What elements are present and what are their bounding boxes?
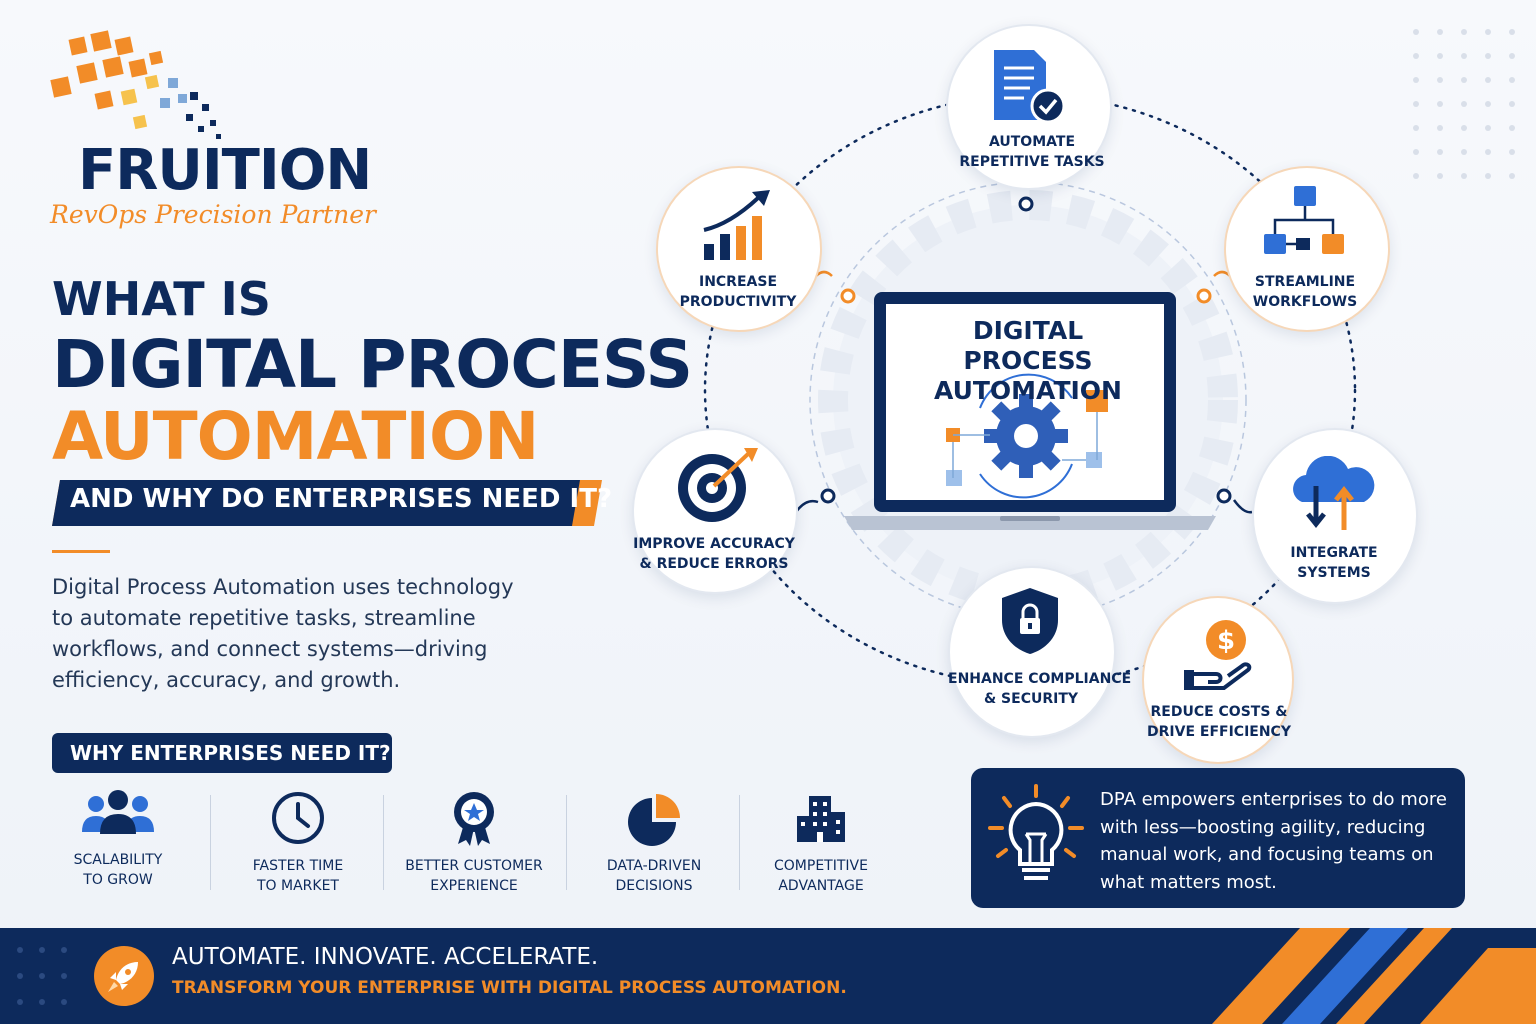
laptop-illustration xyxy=(844,292,1216,530)
shield-lock-icon xyxy=(1002,588,1058,654)
divider xyxy=(383,795,384,890)
node-label-line1: STREAMLINE xyxy=(1254,274,1356,290)
headline-line2: DIGITAL PROCESS xyxy=(52,326,693,403)
node-label-line2: PRODUCTIVITY xyxy=(679,294,797,310)
center-title-line1: DIGITAL PROCESS xyxy=(963,316,1093,375)
intro-paragraph: Digital Process Automation uses technolo… xyxy=(52,575,514,692)
why-title: WHY ENTERPRISES NEED IT? xyxy=(70,741,391,765)
footer-cta: TRANSFORM YOUR ENTERPRISE WITH DIGITAL P… xyxy=(172,978,847,998)
node-label-line1: ENHANCE COMPLIANCE xyxy=(948,671,1132,687)
benefit-label-line1: SCALABILITY xyxy=(73,852,163,868)
benefit-label-line2: TO GROW xyxy=(83,872,153,888)
benefit-label-line1: COMPETITIVE xyxy=(774,858,868,874)
headline-line3: AUTOMATION xyxy=(52,398,539,475)
node-productivity-label: INCREASE PRODUCTIVITY xyxy=(656,272,820,312)
node-costs-label: REDUCE COSTS & DRIVE EFFICIENCY xyxy=(1142,702,1296,742)
node-label-line1: AUTOMATE xyxy=(988,134,1076,150)
node-label-line2: REPETITIVE TASKS xyxy=(959,154,1105,170)
benefit-label-line1: BETTER CUSTOMER xyxy=(405,858,543,874)
accent-divider xyxy=(52,550,110,553)
award-icon xyxy=(454,792,494,846)
node-automate-label: AUTOMATE REPETITIVE TASKS xyxy=(946,132,1118,172)
benefit-competitive: COMPETITIVE ADVANTAGE xyxy=(741,790,901,896)
clock-icon xyxy=(272,792,324,844)
node-label-line2: SYSTEMS xyxy=(1297,565,1371,581)
footer-bar xyxy=(0,928,1536,1024)
benefit-scalability: SCALABILITY TO GROW xyxy=(38,790,198,890)
quote-text: DPA empowers enterprises to do more with… xyxy=(1100,789,1447,893)
node-label-line1: INTEGRATE xyxy=(1290,545,1378,561)
lightbulb-icon xyxy=(988,784,1084,880)
footer-slogan: AUTOMATE. INNOVATE. ACCELERATE. xyxy=(172,944,599,970)
benefit-label-line2: EXPERIENCE xyxy=(430,878,518,894)
growth-chart-icon xyxy=(703,190,770,260)
node-label-line2: & REDUCE ERRORS xyxy=(639,556,789,572)
headline-banner-text: AND WHY DO ENTERPRISES NEED IT? xyxy=(70,484,613,514)
divider xyxy=(566,795,567,890)
center-title-line2: AUTOMATION xyxy=(933,376,1122,405)
node-label-line2: DRIVE EFFICIENCY xyxy=(1147,724,1291,740)
pie-chart-icon xyxy=(628,794,680,846)
hand-dollar-icon: $ xyxy=(1184,620,1252,690)
benefit-data: DATA-DRIVEN DECISIONS xyxy=(574,790,734,896)
node-label-line2: & SECURITY xyxy=(983,691,1079,707)
target-icon xyxy=(678,448,758,522)
center-title: DIGITAL PROCESS AUTOMATION xyxy=(905,316,1151,406)
benefit-label-line2: TO MARKET xyxy=(257,878,339,894)
benefit-label-line1: FASTER TIME xyxy=(252,858,344,874)
headline-line1: WHAT IS xyxy=(52,272,271,326)
svg-text:$: $ xyxy=(1217,626,1235,656)
benefit-label-line1: DATA-DRIVEN xyxy=(606,858,702,874)
cloud-sync-icon xyxy=(1293,456,1375,530)
divider xyxy=(210,795,211,890)
why-badge xyxy=(52,733,392,773)
headline-banner xyxy=(52,480,602,526)
node-label-line1: REDUCE COSTS & xyxy=(1150,704,1288,720)
footer-decoration xyxy=(17,928,1536,1024)
document-check-icon xyxy=(994,50,1066,124)
node-accuracy-label: IMPROVE ACCURACY & REDUCE ERRORS xyxy=(632,534,796,574)
benefit-label-line2: ADVANTAGE xyxy=(778,878,864,894)
node-integrate-label: INTEGRATE SYSTEMS xyxy=(1252,543,1416,583)
rocket-icon xyxy=(108,962,138,992)
node-label-line2: WORKFLOWS xyxy=(1252,294,1358,310)
quote-box xyxy=(971,768,1465,908)
brand-name: FRUITION xyxy=(78,138,372,203)
brand-tagline: RevOps Precision Partner xyxy=(50,200,376,229)
fruition-logo-mark xyxy=(50,30,221,139)
node-streamline-label: STREAMLINE WORKFLOWS xyxy=(1224,272,1386,312)
building-icon xyxy=(797,796,845,842)
workflow-icon xyxy=(1264,186,1344,254)
benefit-customer: BETTER CUSTOMER EXPERIENCE xyxy=(394,790,554,896)
node-label-line1: INCREASE xyxy=(698,274,778,290)
node-label-line1: IMPROVE ACCURACY xyxy=(633,536,795,552)
benefit-time: FASTER TIME TO MARKET xyxy=(218,790,378,896)
team-icon xyxy=(82,790,154,834)
node-compliance-label: ENHANCE COMPLIANCE & SECURITY xyxy=(948,669,1131,709)
divider xyxy=(739,795,740,890)
benefit-label-line2: DECISIONS xyxy=(615,878,693,894)
